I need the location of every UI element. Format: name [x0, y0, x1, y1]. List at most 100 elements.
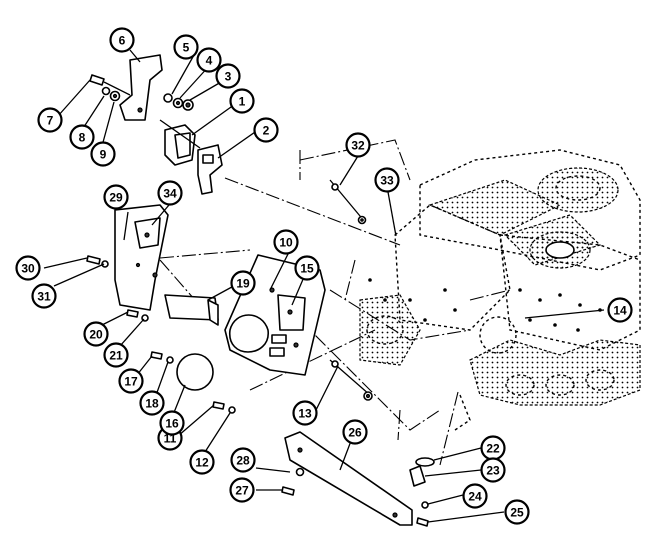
- callout-number: 33: [380, 174, 394, 188]
- callout-circle: [292, 400, 318, 426]
- callout-number: 17: [124, 375, 138, 389]
- callout-28: 28: [230, 447, 256, 473]
- callout-numbers: 1234567891011121314151617181920212223242…: [15, 27, 633, 525]
- callout-number: 10: [279, 236, 293, 250]
- callout-circle: [159, 410, 185, 436]
- callout-circle: [294, 255, 320, 281]
- hinge-clamp-assembly: [159, 119, 201, 166]
- callout-16: 16: [159, 410, 185, 436]
- callout-circle: [345, 132, 371, 158]
- callout-6: 6: [109, 27, 135, 53]
- callout-number: 7: [47, 114, 54, 128]
- callout-14: 14: [607, 297, 633, 323]
- callout-number: 4: [206, 54, 213, 68]
- callout-24: 24: [462, 483, 488, 509]
- callout-9: 9: [90, 141, 116, 167]
- callout-number: 24: [468, 490, 482, 504]
- nut-washer-set: [163, 93, 194, 111]
- callout-number: 13: [298, 407, 312, 421]
- callout-number: 29: [109, 191, 123, 205]
- callout-31: 31: [31, 283, 57, 309]
- callout-7: 7: [37, 107, 63, 133]
- callout-circle: [103, 184, 129, 210]
- clamp-part: [197, 144, 223, 195]
- callout-number: 3: [225, 70, 232, 84]
- callout-number: 16: [165, 417, 179, 431]
- vehicle-front-illustration: [359, 149, 641, 431]
- callout-circle: [504, 499, 530, 525]
- callout-circle: [229, 477, 255, 503]
- light-housing: [176, 314, 269, 391]
- callout-number: 34: [163, 187, 177, 201]
- callout-number: 30: [21, 262, 35, 276]
- callout-circle: [118, 368, 144, 394]
- callout-10: 10: [273, 229, 299, 255]
- callout-circle: [31, 283, 57, 309]
- callout-number: 32: [351, 139, 365, 153]
- callout-circle: [230, 270, 256, 296]
- callout-number: 12: [195, 456, 209, 470]
- callout-circle: [480, 457, 506, 483]
- mounting-bar: [164, 294, 219, 326]
- callout-circle: [157, 180, 183, 206]
- callout-12: 12: [189, 449, 215, 475]
- callout-circle: [342, 419, 368, 445]
- callout-26: 26: [342, 419, 368, 445]
- side-bracket-plate: [114, 204, 169, 311]
- callout-number: 22: [486, 442, 500, 456]
- rod-assembly-lower: [329, 359, 373, 401]
- callout-number: 2: [263, 124, 270, 138]
- callout-30: 30: [15, 255, 41, 281]
- callout-circle: [173, 34, 199, 60]
- callout-18: 18: [139, 390, 165, 416]
- callout-number: 6: [119, 34, 126, 48]
- callout-17: 17: [118, 368, 144, 394]
- callout-circle: [69, 124, 95, 150]
- callout-number: 23: [486, 464, 500, 478]
- callout-number: 14: [613, 304, 627, 318]
- callout-1: 1: [229, 88, 255, 114]
- callout-25: 25: [504, 499, 530, 525]
- callout-32: 32: [345, 132, 371, 158]
- callout-number: 21: [109, 349, 123, 363]
- callout-circle: [229, 88, 255, 114]
- callout-circle: [15, 255, 41, 281]
- callout-number: 20: [89, 328, 103, 342]
- callout-5: 5: [173, 34, 199, 60]
- callout-circle: [109, 27, 135, 53]
- callout-circle: [273, 229, 299, 255]
- long-bracket: [284, 431, 413, 526]
- callout-circle: [103, 342, 129, 368]
- callout-20: 20: [83, 321, 109, 347]
- callout-23: 23: [480, 457, 506, 483]
- callout-number: 27: [235, 484, 249, 498]
- callout-29: 29: [103, 184, 129, 210]
- callout-number: 18: [145, 397, 159, 411]
- callout-number: 28: [236, 454, 250, 468]
- callout-number: 26: [348, 426, 362, 440]
- callout-33: 33: [374, 167, 400, 193]
- callout-circle: [189, 449, 215, 475]
- callout-circle: [607, 297, 633, 323]
- callout-circle: [83, 321, 109, 347]
- phantom-lines: [159, 139, 511, 466]
- callout-13: 13: [292, 400, 318, 426]
- callout-circle: [374, 167, 400, 193]
- callout-number: 19: [236, 277, 250, 291]
- callout-number: 5: [183, 41, 190, 55]
- callout-number: 1: [239, 95, 246, 109]
- top-left-hardware: [89, 74, 131, 102]
- callout-3: 3: [215, 63, 241, 89]
- callout-19: 19: [230, 270, 256, 296]
- rod-assembly-upper: [329, 179, 367, 225]
- screws-washers: [86, 255, 435, 527]
- callout-4: 4: [196, 47, 222, 73]
- callout-circle: [37, 107, 63, 133]
- bracket-part: [119, 54, 163, 121]
- callout-number: 25: [510, 506, 524, 520]
- callout-circle: [462, 483, 488, 509]
- callout-circle: [139, 390, 165, 416]
- callout-circle: [215, 63, 241, 89]
- callout-number: 8: [79, 131, 86, 145]
